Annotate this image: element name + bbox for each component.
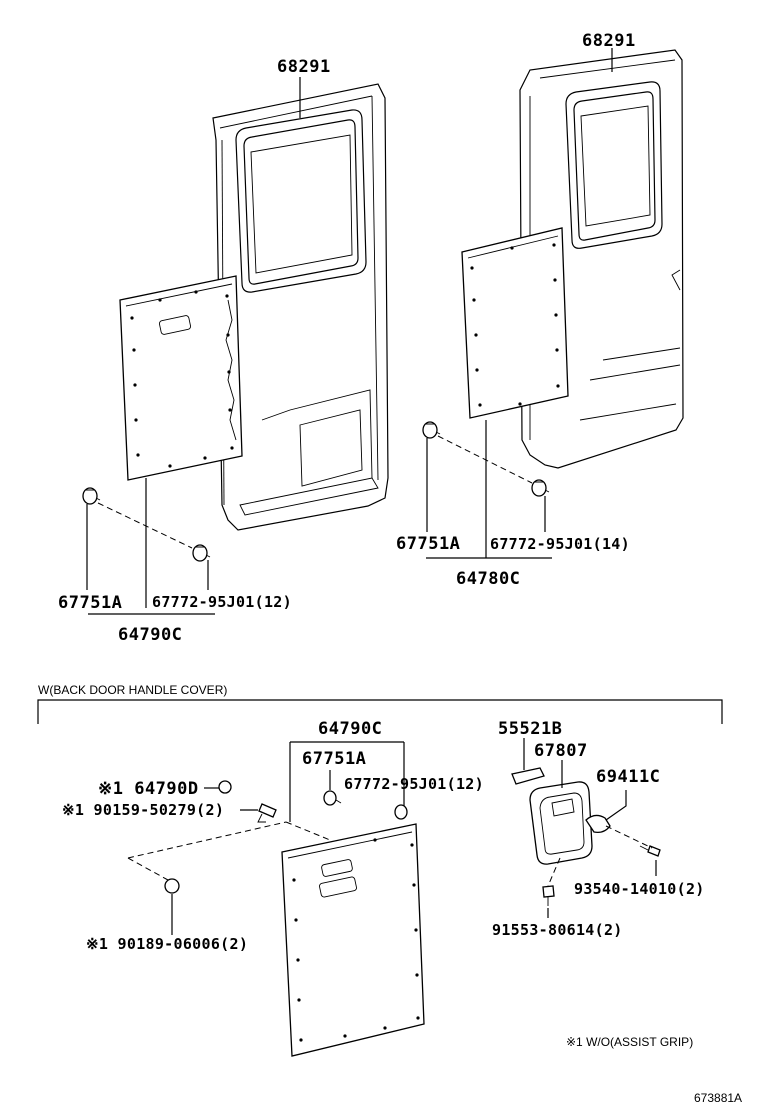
clip-67772-small [394,804,408,820]
label-right-board: 64780C [456,569,520,589]
right-window-glass [565,81,663,249]
label-67807: 67807 [534,741,588,761]
section-header: W(BACK DOOR HANDLE COVER) [38,683,227,697]
grip-55521b [511,767,545,785]
label-left-clip-b: 67772-95J01(12) [152,593,292,611]
figure-id: 673881A [694,1091,742,1105]
label-90159: ※1 90159-50279(2) [62,801,224,819]
right-door-shell [519,49,684,469]
screw-90159 [257,803,277,823]
label-left-glass: 68291 [277,57,331,77]
label-left-board: 64790C [118,625,182,645]
footnote: ※1 W/O(ASSIST GRIP) [566,1035,693,1049]
handle-cover-section [37,699,723,1057]
clip-90189 [164,878,180,894]
label-91553: 91553-80614(2) [492,921,623,939]
right-clip-b [531,479,550,497]
screw-93540 [639,845,661,857]
label-section-board: 64790C [318,719,382,739]
bracket-69411c [585,814,611,834]
label-64790d: ※1 64790D [98,779,199,799]
label-right-glass: 68291 [582,31,636,51]
left-clip-a [82,487,101,505]
section-trim-board [281,823,425,1057]
label-left-clip-a: 67751A [58,593,122,613]
left-door-assembly [82,77,389,615]
label-section-clip-a: 67751A [302,749,366,769]
label-right-clip-a: 67751A [396,534,460,554]
label-93540: 93540-14010(2) [574,880,705,898]
right-clip-a [422,421,441,439]
label-69411c: 69411C [596,767,660,787]
left-window-glass [235,109,367,293]
label-55521b: 55521B [498,719,562,739]
left-clip-b [192,544,211,562]
right-door-assembly [422,48,684,559]
label-section-clip-b: 67772-95J01(12) [344,775,484,793]
label-90189: ※1 90189-06006(2) [86,935,248,953]
label-right-clip-b: 67772-95J01(14) [490,535,630,553]
screw-91553 [542,885,555,906]
part-64790d-clip [218,780,232,794]
left-trim-board [119,275,243,481]
clip-67751a-small [323,790,342,806]
right-trim-board [461,227,569,419]
section-bracket [37,699,723,724]
handle-cover-67807 [529,781,593,865]
